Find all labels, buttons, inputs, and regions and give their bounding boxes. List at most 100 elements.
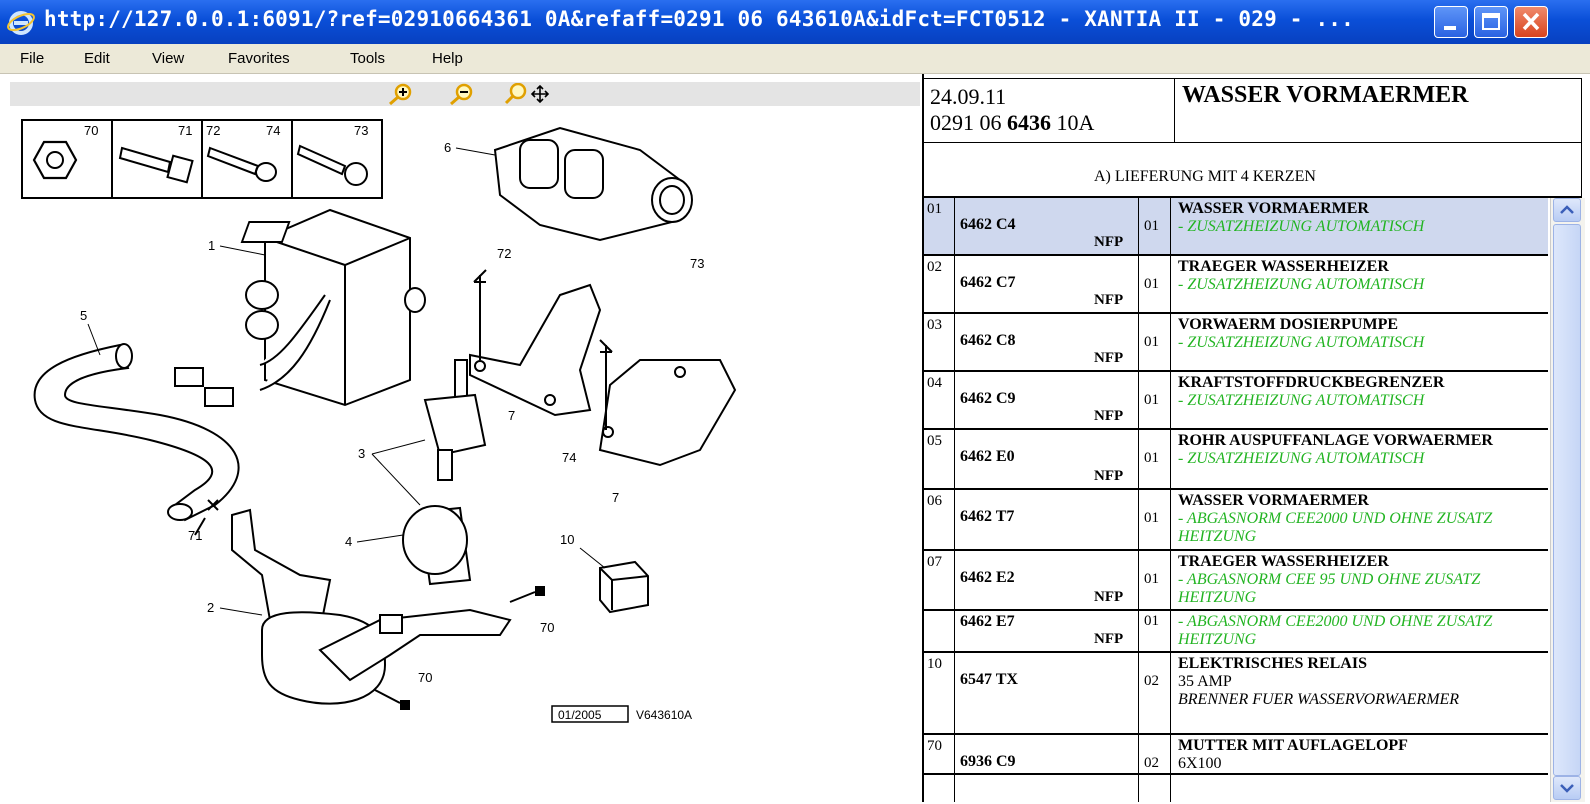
- diagram-footer-code: 01/2005: [558, 708, 602, 722]
- scroll-down-button[interactable]: [1553, 776, 1581, 800]
- label-71-legend: 71: [178, 123, 192, 138]
- diagram-footer-box: [551, 705, 629, 723]
- part-10-relay: [599, 560, 649, 614]
- row-reference: 6462 T7: [960, 508, 1015, 525]
- row-number: 06: [927, 493, 942, 509]
- vertical-scrollbar[interactable]: [1550, 198, 1585, 802]
- row-detail: 6X100: [1178, 755, 1222, 772]
- row-description: WASSER VORMAERMER- ABGASNORM CEE2000 UND…: [1178, 492, 1548, 546]
- header-subtitle: A) LIEFERUNG MIT 4 KERZEN: [1094, 168, 1316, 185]
- exploded-parts-diagram: 70 71 72 74 73 6 1: [21, 119, 737, 723]
- minimize-button[interactable]: [1434, 6, 1468, 38]
- diagram-footer-ref: V643610A: [636, 708, 692, 722]
- row-reference: 6462 E7: [960, 613, 1015, 630]
- label-73-legend: 73: [354, 123, 368, 138]
- label-70-b: 70: [418, 670, 432, 685]
- fastener-legend: [21, 119, 383, 199]
- row-quantity: 01: [1144, 392, 1159, 408]
- row-condition: - ZUSATZHEIZUNG AUTOMATISCH: [1178, 392, 1425, 409]
- row-nfp: NFP: [1094, 468, 1124, 484]
- internet-explorer-icon: [7, 11, 35, 35]
- zoom-toolbar: [10, 82, 920, 106]
- row-nfp: NFP: [1094, 292, 1124, 308]
- row-condition: - ABGASNORM CEE2000 UND OHNE ZUSATZ HEIT…: [1178, 613, 1493, 648]
- row-quantity: 01: [1144, 510, 1159, 526]
- row-title: TRAEGER WASSERHEIZER: [1178, 553, 1389, 570]
- row-nfp: NFP: [1094, 589, 1124, 605]
- menu-help[interactable]: Help: [432, 50, 463, 67]
- row-number: 05: [927, 433, 942, 449]
- row-title: ROHR AUSPUFFANLAGE VORWAERMER: [1178, 432, 1493, 449]
- menu-tools[interactable]: Tools: [350, 50, 386, 67]
- row-condition: - ZUSATZHEIZUNG AUTOMATISCH: [1178, 450, 1425, 467]
- scroll-up-button[interactable]: [1553, 198, 1581, 222]
- row-number: 03: [927, 317, 942, 333]
- label-74-legend: 74: [266, 123, 280, 138]
- row-description: ROHR AUSPUFFANLAGE VORWAERMER- ZUSATZHEI…: [1178, 432, 1548, 468]
- label-1: 1: [208, 238, 215, 253]
- row-title: WASSER VORMAERMER: [1178, 492, 1369, 509]
- parts-list-pane: 24.09.11 0291 06 6436 10A WASSER VORMAER…: [924, 74, 1590, 802]
- zoom-pan-icon[interactable]: [502, 83, 550, 105]
- table-row[interactable]: 06 6462 T7 01 WASSER VORMAERMER- ABGASNORM …: [924, 490, 1548, 551]
- row-quantity: 02: [1144, 755, 1159, 771]
- menu-bar: File Edit View Favorites Tools Help: [0, 44, 1590, 74]
- part-7-bracket-upper: [469, 283, 737, 467]
- row-quantity: 01: [1144, 218, 1159, 234]
- row-reference: 6462 C4: [960, 216, 1016, 233]
- header-reference: 0291 06 6436 10A: [930, 110, 1095, 135]
- header-info: 24.09.11 0291 06 6436 10A: [930, 84, 1094, 136]
- maximize-button[interactable]: [1474, 6, 1508, 38]
- row-number: 10: [927, 656, 942, 672]
- scroll-thumb[interactable]: [1553, 224, 1581, 776]
- header-date: 24.09.11: [930, 84, 1007, 109]
- nut-70-marker-1: [535, 586, 545, 596]
- zoom-out-icon[interactable]: [446, 83, 476, 105]
- menu-favorites[interactable]: Favorites: [228, 50, 290, 67]
- row-title: VORWAERM DOSIERPUMPE: [1178, 316, 1399, 333]
- row-quantity: 02: [1144, 673, 1159, 689]
- row-nfp: NFP: [1094, 350, 1124, 366]
- row-reference: 6462 C7: [960, 274, 1016, 291]
- menu-view[interactable]: View: [152, 50, 185, 67]
- part-1-heater: [174, 208, 426, 407]
- maximize-icon: [1482, 13, 1500, 30]
- close-button[interactable]: [1514, 6, 1548, 38]
- row-reference: 6936 C9: [960, 753, 1016, 770]
- part-2-exhaust: [231, 508, 512, 705]
- row-condition: - ZUSATZHEIZUNG AUTOMATISCH: [1178, 276, 1425, 293]
- row-quantity: 01: [1144, 613, 1159, 629]
- row-quantity: 01: [1144, 334, 1159, 350]
- label-72: 72: [497, 246, 511, 261]
- row-number: 02: [927, 259, 942, 275]
- row-number: 70: [927, 738, 942, 754]
- label-4: 4: [345, 534, 352, 549]
- menu-file[interactable]: File: [20, 50, 45, 67]
- row-description: - ABGASNORM CEE2000 UND OHNE ZUSATZ HEIT…: [1178, 613, 1548, 649]
- row-reference: 6462 E0: [960, 448, 1015, 465]
- row-title: TRAEGER WASSERHEIZER: [1178, 258, 1389, 275]
- menu-edit[interactable]: Edit: [84, 50, 110, 67]
- label-10: 10: [560, 532, 574, 547]
- row-number: 04: [927, 375, 942, 391]
- row-reference: 6462 C8: [960, 332, 1016, 349]
- row-note: BRENNER FUER WASSERVORWAERMER: [1178, 691, 1460, 708]
- chevron-down-icon: [1560, 784, 1574, 793]
- label-73: 73: [690, 256, 704, 271]
- part-4-limiter: [402, 505, 468, 575]
- title-bar: http://127.0.0.1:6091/?ref=02910664361 0…: [0, 0, 1590, 44]
- label-70-legend: 70: [84, 123, 98, 138]
- zoom-in-icon[interactable]: [385, 83, 415, 105]
